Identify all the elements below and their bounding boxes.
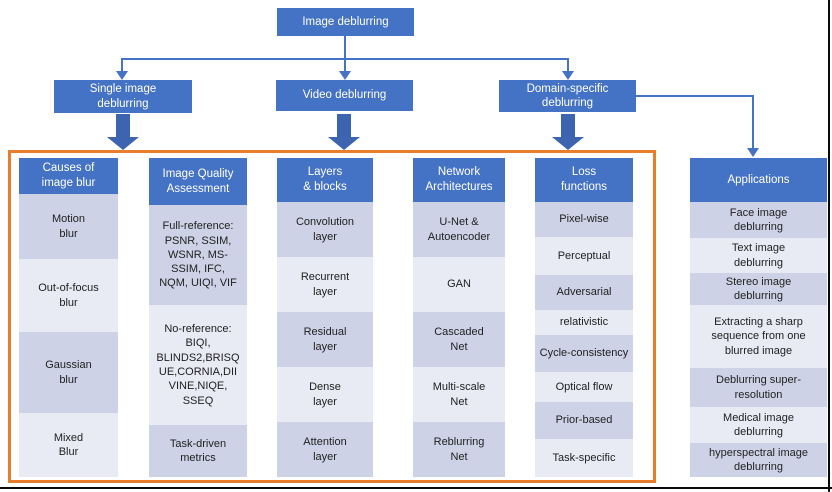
arrowhead-video (339, 71, 351, 80)
column-header-applications: Applications (690, 158, 827, 202)
item-pixel-wise: Pixel-wise (535, 202, 633, 237)
item-face-image-deblurring: Face image deblurring (690, 202, 827, 238)
node-single-image-deblurring: Single image deblurring (54, 80, 192, 113)
item-no-reference-metrics: No-reference: BIQI, BLINDS2,BRISQ UE,COR… (149, 305, 247, 425)
column-architectures: Network Architectures U-Net & Autoencode… (413, 158, 505, 477)
item-gan: GAN (413, 257, 505, 312)
item-adversarial: Adversarial (535, 275, 633, 310)
item-mixed-blur: Mixed Blur (19, 413, 118, 477)
item-prior-based: Prior-based (535, 402, 633, 439)
item-stereo-image-deblurring: Stereo image deblurring (690, 273, 827, 305)
item-optical-flow: Optical flow (535, 372, 633, 402)
item-full-reference-metrics: Full-reference: PSNR, SSIM, WSNR, MS- SS… (149, 205, 247, 305)
page-rule-bottom (0, 487, 832, 489)
item-convolution-layer: Convolution layer (277, 202, 373, 257)
column-applications: Applications Face image deblurring Text … (690, 158, 827, 477)
item-motion-blur: Motion blur (19, 194, 118, 259)
arrowhead-applications (747, 148, 759, 157)
arrowhead-single-image (116, 71, 128, 80)
column-header-losses: Loss functions (535, 158, 633, 202)
item-text-image-deblurring: Text image deblurring (690, 238, 827, 273)
column-iqa: Image Quality Assessment Full-reference:… (149, 158, 247, 477)
column-header-architectures: Network Architectures (413, 158, 505, 202)
item-dense-layer: Dense layer (277, 367, 373, 422)
methods-frame (8, 150, 656, 483)
column-losses: Loss functions Pixel-wise Perceptual Adv… (535, 158, 633, 477)
node-video-deblurring: Video deblurring (276, 80, 413, 111)
column-layers: Layers & blocks Convolution layer Recurr… (277, 158, 373, 477)
item-deblurring-super-resolution: Deblurring super- resolution (690, 368, 827, 407)
node-domain-specific-deblurring: Domain-specific deblurring (499, 80, 636, 112)
arrowhead-domain (562, 71, 574, 80)
arrowheads (116, 71, 759, 157)
item-unet-autoencoder: U-Net & Autoencoder (413, 202, 505, 257)
block-arrow-single-image (107, 114, 139, 150)
item-medical-image-deblurring: Medical image deblurring (690, 407, 827, 443)
node-image-deblurring: Image deblurring (277, 8, 414, 36)
block-arrows (107, 114, 584, 150)
item-cascaded-net: Cascaded Net (413, 312, 505, 367)
item-task-specific: Task-specific (535, 439, 633, 477)
column-causes: Causes of image blur Motion blur Out-of-… (19, 158, 118, 477)
item-gaussian-blur: Gaussian blur (19, 332, 118, 413)
item-hyperspectral-image-deblurring: hyperspectral image deblurring (690, 443, 827, 477)
column-header-layers: Layers & blocks (277, 158, 373, 202)
item-reblurring-net: Reblurring Net (413, 422, 505, 477)
block-arrow-domain (552, 114, 584, 150)
column-header-causes: Causes of image blur (19, 158, 118, 194)
item-sharp-sequence-extraction: Extracting a sharp sequence from one blu… (690, 305, 827, 368)
page-rule-right (828, 0, 830, 492)
item-relativistic: relativistic (535, 310, 633, 335)
block-arrow-video (328, 114, 360, 150)
column-header-iqa: Image Quality Assessment (149, 158, 247, 205)
item-perceptual: Perceptual (535, 237, 633, 275)
item-cycle-consistency: Cycle-consistency (535, 335, 633, 372)
item-residual-layer: Residual layer (277, 312, 373, 367)
item-task-driven-metrics: Task-driven metrics (149, 425, 247, 477)
item-attention-layer: Attention layer (277, 422, 373, 477)
item-recurrent-layer: Recurrent layer (277, 257, 373, 312)
item-out-of-focus-blur: Out-of-focus blur (19, 259, 118, 332)
tree-connector-lines (121, 36, 754, 148)
item-multi-scale-net: Multi-scale Net (413, 367, 505, 422)
